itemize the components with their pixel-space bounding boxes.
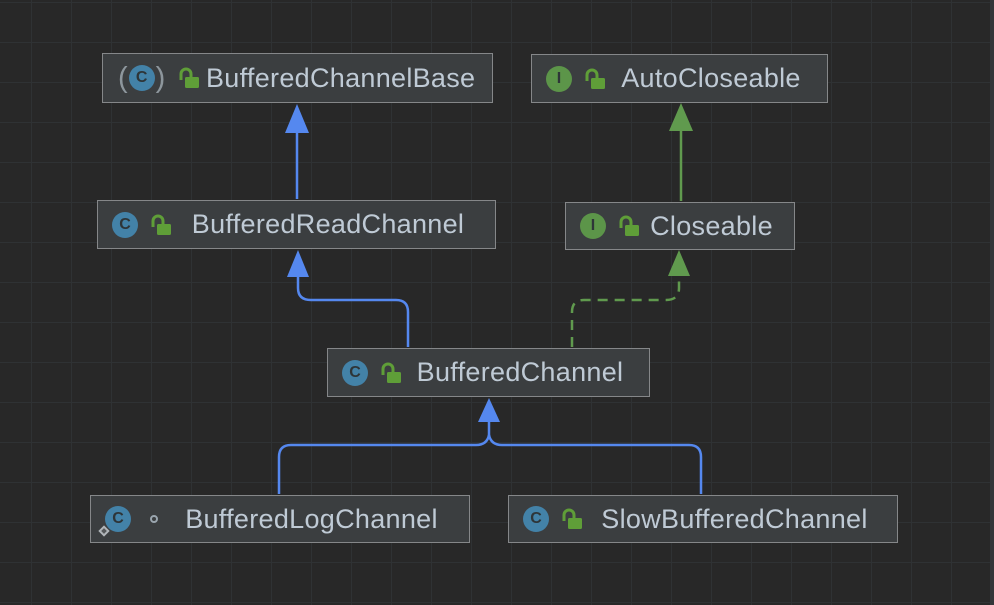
edge-extends-bufferedreadchannel-bufferedchannelbase[interactable] [285,104,309,199]
static-class-icon: C [98,506,131,537]
interface-node-autocloseable[interactable]: I AutoCloseable [531,54,828,103]
edge-extends-bufferedchannel-bufferedreadchannel[interactable] [287,250,410,347]
class-node-bufferedchannelbase[interactable]: ( C ) BufferedChannelBase [102,53,493,103]
class-icon: C [342,359,368,386]
edge-extends-bufferedlogchannel-bufferedchannel[interactable] [277,434,491,494]
class-name: BufferedReadChannel [191,209,465,239]
edge-implements-bufferedchannel-closeable[interactable] [570,250,690,347]
class-node-bufferedreadchannel[interactable]: C BufferedReadChannel [97,200,496,249]
class-name: SlowBufferedChannel [601,503,868,534]
class-name: BufferedChannelBase [205,62,476,93]
class-name: BufferedChannel [416,357,624,387]
edge-extends-closeable-autocloseable[interactable] [669,103,693,201]
public-lock-icon [560,506,584,532]
class-icon: C [523,506,549,532]
interface-name: Closeable [650,210,773,241]
edge-extends-slowbufferedchannel-bufferedchannel[interactable] [478,398,703,494]
public-lock-icon [379,360,403,386]
class-node-bufferedlogchannel[interactable]: C BufferedLogChannel [90,495,470,543]
public-lock-icon [617,213,641,239]
public-lock-icon [583,66,607,92]
abstract-class-icon: ( C ) [118,62,166,94]
right-scrollbar-track[interactable] [990,0,994,605]
class-node-slowbufferedchannel[interactable]: C SlowBufferedChannel [508,495,898,543]
public-lock-icon [177,65,201,91]
public-lock-icon [149,212,173,238]
interface-icon: I [546,65,572,92]
interface-node-closeable[interactable]: I Closeable [565,202,795,250]
package-private-icon [142,506,166,532]
interface-name: AutoCloseable [621,63,801,93]
interface-icon: I [580,213,606,239]
class-icon: C [112,211,138,238]
class-name: BufferedLogChannel [185,503,438,534]
class-node-bufferedchannel[interactable]: C BufferedChannel [327,348,650,397]
